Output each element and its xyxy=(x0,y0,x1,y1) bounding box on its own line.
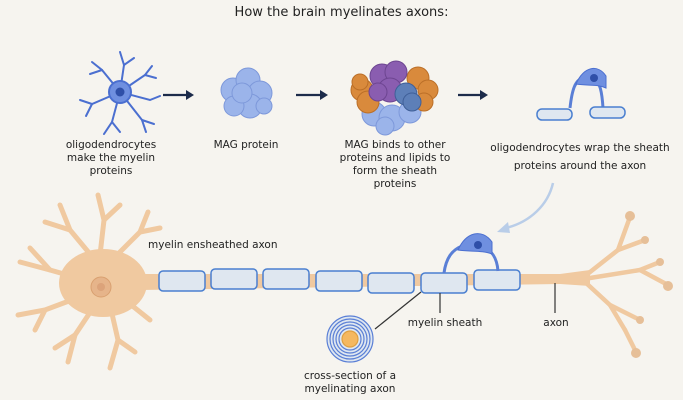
myelin-segments xyxy=(158,268,521,294)
leader-lines xyxy=(374,283,556,330)
cross-section-icon xyxy=(326,315,374,363)
myelin-sheath-label: myelin sheath xyxy=(407,317,483,329)
step-arrows xyxy=(163,90,488,100)
oligodendrocyte-icon xyxy=(79,51,161,135)
protein-complex-icon xyxy=(350,60,439,136)
cross-section-label: cross-section of a myelinating axon xyxy=(303,370,397,395)
step-1-label: oligodendrocytes make the myelin protein… xyxy=(65,139,157,177)
step-3-label: MAG binds to other proteins and lipids t… xyxy=(339,139,451,190)
axon-label: axon xyxy=(543,317,569,329)
oligodendrocyte-wrapping-icon xyxy=(536,68,626,121)
curved-arrow xyxy=(497,182,555,233)
ensheathed-axon-label: myelin ensheathed axon xyxy=(148,239,278,251)
oligodendrocyte-on-axon-icon xyxy=(442,233,500,274)
diagram-title: How the brain myelinates axons: xyxy=(234,5,449,20)
mag-protein-icon xyxy=(220,67,273,119)
step-2-label: MAG protein xyxy=(213,139,279,151)
step-4-label: oligodendrocytes wrap the sheath protein… xyxy=(490,142,670,172)
